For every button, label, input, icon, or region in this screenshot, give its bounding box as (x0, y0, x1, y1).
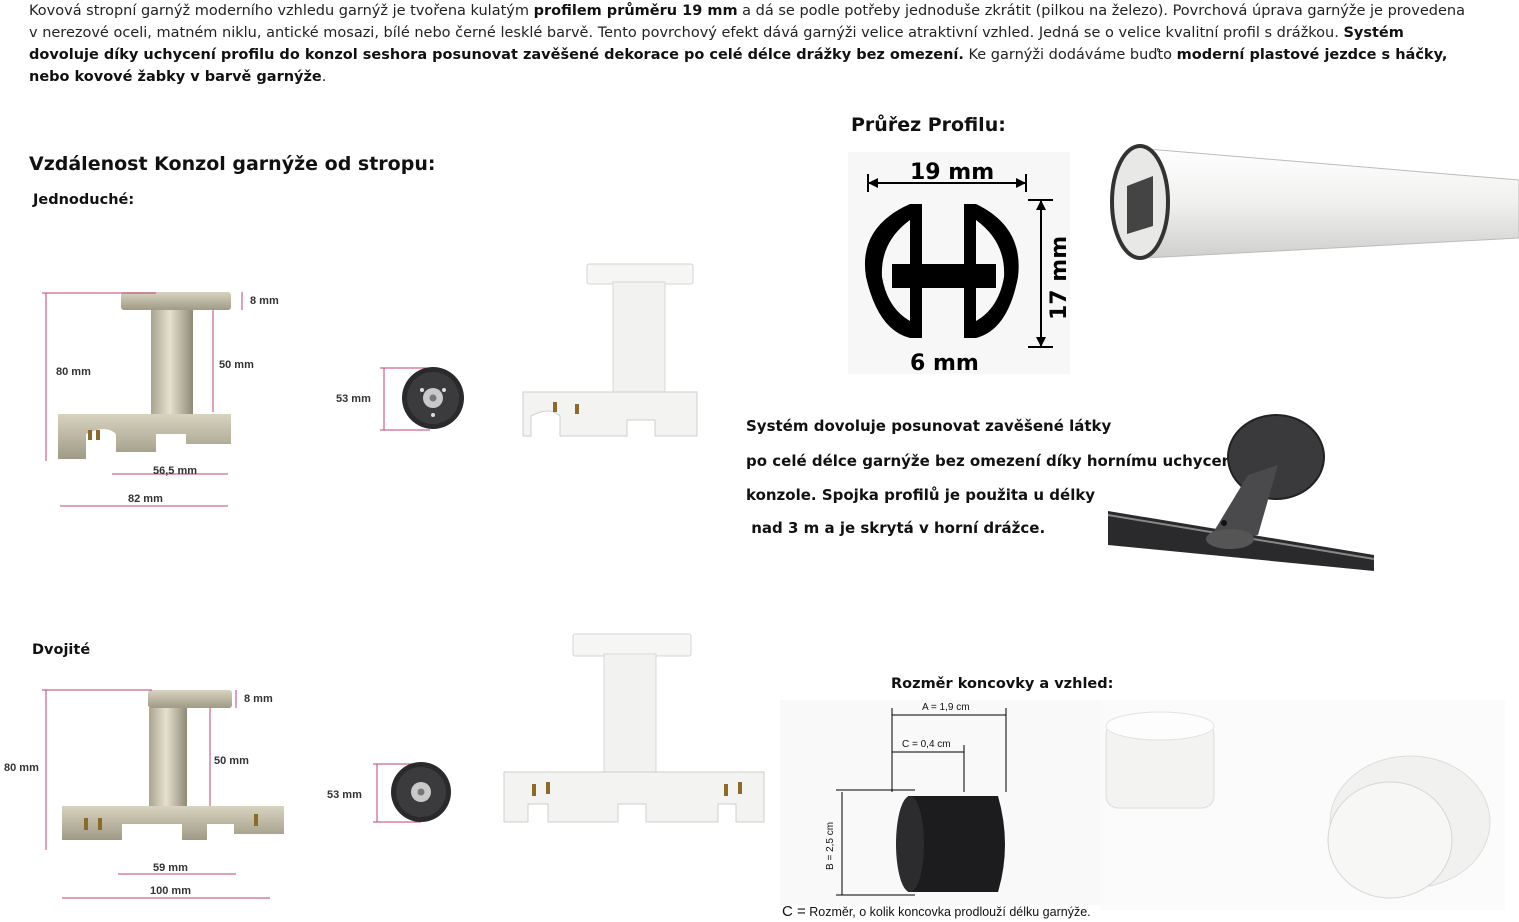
double-h-stem-label: 50 mm (214, 755, 249, 767)
intro-text-3: Ke garnýži dodáváme buďto (963, 47, 1177, 63)
single-bracket-diagram: 80 mm 8 mm 50 mm 56,5 mm 82 mm (42, 292, 279, 507)
single-h-total-label: 80 mm (56, 366, 91, 378)
profile-cross-section: 19 mm 6 mm 17 mm (848, 152, 1072, 376)
intro-bold-1: profilem průměru 19 mm (533, 3, 738, 19)
endcap-note-c: C = (782, 903, 806, 920)
system-line-4: nad 3 m a je skrytá v horní drážce. (746, 519, 1046, 537)
intro-paragraph: Kovová stropní garnýž moderního vzhledu … (29, 0, 1469, 88)
system-line-3: konzole. Spojka profilů je použita u dél… (746, 486, 1096, 504)
single-white-bracket (522, 263, 698, 437)
single-disc-diagram: 53 mm (336, 367, 464, 431)
single-w-total-label: 82 mm (128, 493, 163, 505)
black-bracket-photo (1107, 414, 1375, 571)
double-w-total-label: 100 mm (150, 885, 191, 897)
profile-height-label: 17 mm (1047, 236, 1072, 320)
single-disc-label: 53 mm (336, 393, 371, 405)
intro-text-4: . (321, 69, 327, 85)
intro-text-1: Kovová stropní garnýž moderního vzhledu … (29, 3, 534, 19)
endcap-note-text: Rozměr, o kolik koncovka prodlouží délku… (805, 905, 1091, 919)
single-w-inner-label: 56,5 mm (153, 465, 197, 477)
system-line-2: po celé délce garnýže bez omezení díky h… (746, 452, 1238, 470)
profile-slot-label: 6 mm (910, 351, 979, 376)
profile-width-label: 19 mm (910, 160, 994, 185)
single-h-stem-label: 50 mm (219, 359, 254, 371)
single-h-top-label: 8 mm (250, 295, 279, 307)
system-line-1: Systém dovoluje posunovat zavěšené látky (746, 417, 1112, 435)
endcap-note: C = Rozměr, o kolik koncovka prodlouží d… (782, 903, 1091, 920)
endcap-a-label: A = 1,9 cm (922, 702, 970, 713)
white-endcaps-photo (1100, 700, 1505, 910)
rail-photo (1110, 144, 1519, 260)
double-w-inner-label: 59 mm (153, 862, 188, 874)
double-heading: Dvojité (32, 642, 91, 658)
intro-text-2: a dá se podle potřeby jednoduše zkrátit … (29, 3, 1466, 41)
double-disc-diagram: 53 mm (327, 762, 451, 823)
endcap-c-label: C = 0,4 cm (902, 739, 951, 750)
konzol-heading: Vzdálenost Konzol garnýže od stropu: (29, 153, 436, 175)
double-h-total-label: 80 mm (4, 762, 39, 774)
double-bracket-diagram: 80 mm 8 mm 50 mm 59 mm 100 mm (4, 689, 284, 899)
single-heading: Jednoduché: (33, 192, 135, 208)
double-white-bracket (503, 633, 765, 823)
bracket-body (58, 414, 231, 459)
endcap-b-label: B = 2,5 cm (825, 822, 836, 870)
mount-plate (121, 292, 231, 310)
stem (151, 310, 193, 420)
double-h-top-label: 8 mm (244, 693, 273, 705)
endcap-diagram: A = 1,9 cm C = 0,4 cm B = 2,5 cm (780, 700, 1100, 905)
intro-bold-3: moderní plastové jezdce s háčky, nebo ko… (29, 47, 1448, 85)
profile-heading: Průřez Profilu: (851, 114, 1006, 136)
intro-bold-2: Systém dovoluje díky uchycení profilu do… (29, 25, 1404, 63)
endcap-heading: Rozměr koncovky a vzhled: (891, 676, 1114, 692)
double-disc-label: 53 mm (327, 789, 362, 801)
